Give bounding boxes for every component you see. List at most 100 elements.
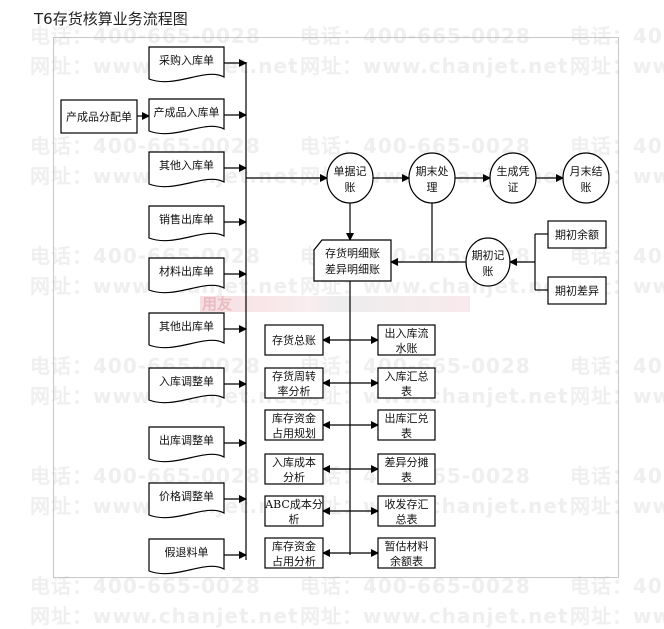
opening-balance-box: 期初余额 [547,220,607,249]
document-label: 产成品入库单 [154,105,220,119]
document-label: 采购入库单 [159,53,214,67]
document-label: 其他入库单 [159,159,214,172]
process-circle [562,152,610,204]
box-label-line1: 入库成本 [272,455,316,469]
box-label-line1: 差异分摊 [385,455,429,469]
document-label: 入库调整单 [159,374,214,388]
document-shape [148,151,225,188]
process-label-line2: 理 [427,181,438,194]
document-shape [148,257,225,294]
flowchart: 采购入库单产成品入库单其他入库单销售出库单材料出库单其他出库单入库调整单出库调整… [60,46,610,575]
ledger-line1: 存货明细账 [325,246,380,260]
process-label-line1: 期初记 [472,248,505,262]
process-label-line2: 账 [581,181,592,194]
process-label-line1: 期末处 [416,164,449,178]
box-label-line1: 入库汇总 [385,369,429,383]
document-in-2: 其他入库单 [148,151,225,188]
box [264,453,324,485]
box [377,409,436,441]
box [377,453,436,485]
document-in-6: 入库调整单 [148,367,225,404]
document-shape [148,98,225,135]
box [264,367,324,399]
box-label-line2: 表 [401,426,412,440]
document-shape [148,538,225,575]
box-label-line1: 存货周转 [272,369,316,383]
document-in-1: 产成品入库单 [148,98,225,135]
box-label-line1: ABC成本分 [264,497,323,511]
box-label-line2: 表 [401,470,412,484]
watermark-site: 网址：www.chanjet.net [300,604,569,628]
document-shape [148,367,225,404]
process-label-line2: 证 [508,181,519,194]
box-label-line2: 余额表 [390,554,423,568]
document-in-9: 假退料单 [148,538,225,575]
box-label-line1: 出入库流 [385,326,429,340]
document-shape [148,205,225,242]
document-label: 假退料单 [165,545,209,559]
watermark-site: 网址：www.chanjet.net [570,604,664,628]
box-label: 存货总账 [272,333,316,347]
document-label: 材料出库单 [159,264,214,278]
box [377,537,436,569]
box-label: 期初余额 [555,228,599,242]
ledger-shape [313,239,392,282]
process-label-line1: 单据记 [334,164,367,178]
box [547,220,607,249]
box-label-line2: 总表 [396,512,418,526]
process-label-line2: 账 [345,181,356,194]
box [264,324,324,356]
connector-lines [137,59,564,560]
document-shape [148,482,225,519]
box-label-line2: 析 [289,512,300,526]
process-label-line1: 月末结 [570,164,603,178]
diagram-frame [53,37,619,578]
box [547,276,607,305]
report-left-0: 存货总账 [264,324,324,356]
page-title: T6存货核算业务流程图 [34,10,188,28]
box-label-line1: 收发存汇 [385,497,429,511]
document-label: 其他出库单 [159,319,214,333]
watermark-site: 网址：www.chanjet.net [30,604,299,628]
nodes: 采购入库单产成品入库单其他入库单销售出库单材料出库单其他出库单入库调整单出库调整… [60,46,610,575]
box-label: 期初差异 [555,284,599,298]
process-circle [408,152,456,204]
box [264,409,324,441]
box-label-line1: 库存资金 [272,411,316,425]
document-shape [148,312,225,349]
source-doc-box: 产成品分配单 [60,99,138,134]
blurred-overlay [200,296,470,312]
box-label-line2: 表 [401,384,412,398]
box [264,537,324,569]
document-label: 销售出库单 [159,212,214,226]
box-label-line1: 库存资金 [272,539,316,553]
overlay-watermark-text: 用友 [202,295,233,313]
opening-difference-box: 期初差异 [547,276,607,305]
document-shape [148,46,225,83]
box-label-line2: 占用分析 [272,554,316,568]
box-label-line1: 出库汇兑 [385,411,429,425]
box-label-line2: 率分析 [278,384,311,398]
document-shape [148,426,225,463]
process-label-line1: 生成凭 [497,164,530,178]
box-label-line2: 分析 [283,470,305,484]
process-circle [489,152,537,204]
ledger-line2: 差异明细账 [325,262,380,276]
document-in-8: 价格调整单 [148,482,225,519]
box-label-line2: 水账 [396,342,418,355]
box [60,99,138,134]
document-in-0: 采购入库单 [148,46,225,83]
